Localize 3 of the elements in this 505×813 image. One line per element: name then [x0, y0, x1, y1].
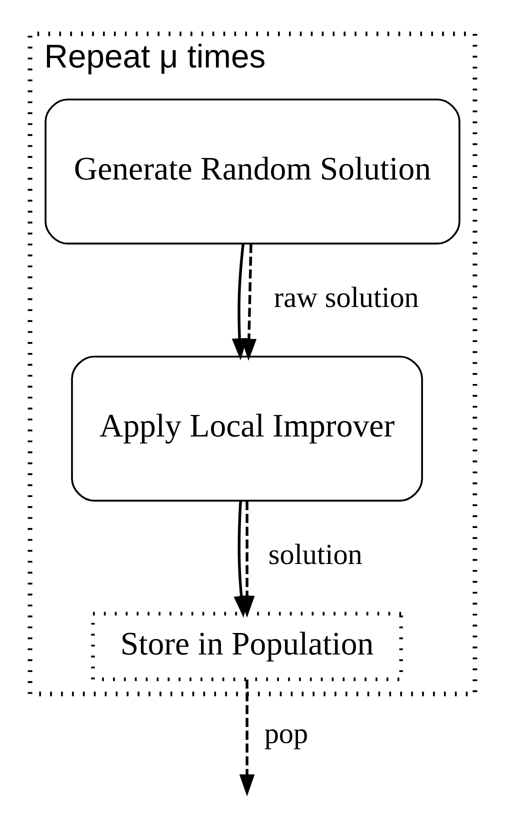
edge-label: solution: [268, 539, 362, 572]
edge-label: raw solution: [274, 282, 419, 314]
edge-label: pop: [264, 718, 308, 750]
